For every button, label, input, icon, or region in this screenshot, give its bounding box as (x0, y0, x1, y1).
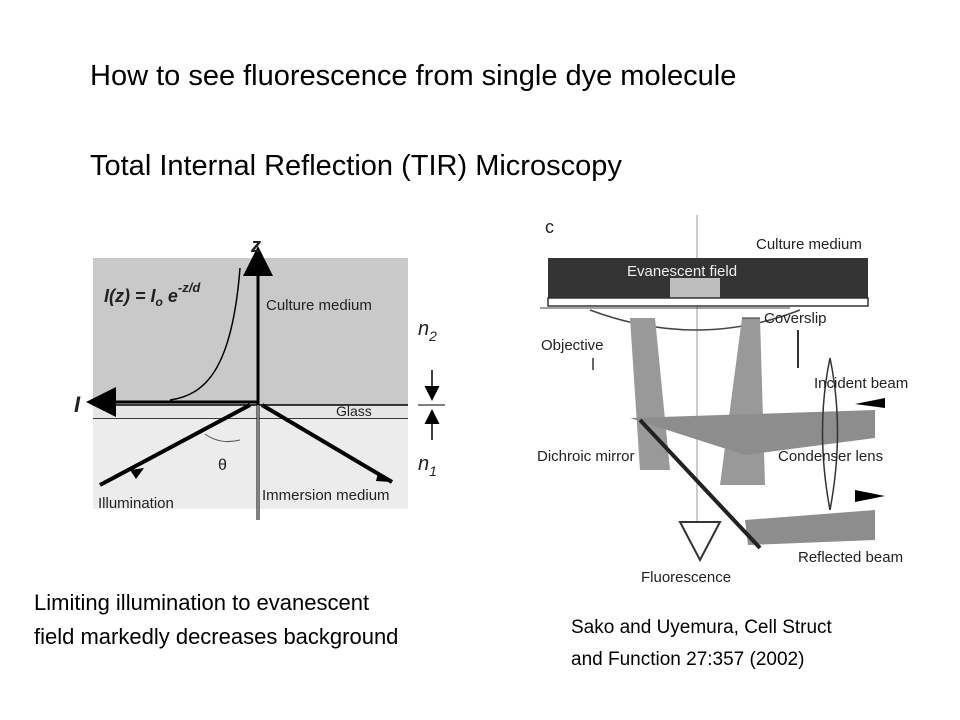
evanescent-field-glow (670, 278, 720, 298)
glass-layer (93, 405, 408, 419)
coverslip-label: Coverslip (764, 310, 827, 327)
incident-ray (99, 403, 251, 487)
fluorescence-label: Fluorescence (641, 569, 731, 586)
glass-label: Glass (336, 403, 372, 419)
figure-panel-label: c (545, 217, 554, 237)
z-axis-label: z (250, 235, 261, 257)
evanescent-decay-curve (169, 267, 241, 401)
citation-line-2: and Function 27:357 (2002) (571, 649, 805, 670)
tir-geometry-diagram: z I I(z) = Io e-z/d Culture medium Glass… (74, 235, 445, 520)
incident-beam (630, 410, 875, 455)
fluorescence-detector-triangle (678, 521, 722, 563)
dichroic-mirror (638, 418, 762, 550)
n1-label: n1 (418, 453, 437, 479)
immersion-medium-label: Immersion medium (262, 487, 390, 504)
i-axis-label: I (74, 392, 81, 417)
dichroic-mirror-label: Dichroic mirror (537, 448, 635, 465)
condenser-lens (821, 357, 839, 511)
evanescent-field-label: Evanescent field (627, 263, 737, 280)
tir-microscope-diagram: c Culture medium Evanescent field Covers… (537, 215, 908, 586)
figure-caption: Limiting illumination to evanescent fiel… (34, 586, 398, 654)
culture-medium-label: Culture medium (756, 236, 862, 253)
reflected-beam (745, 510, 875, 545)
incident-beam-label: Incident beam (814, 375, 908, 392)
citation: Sako and Uyemura, Cell Struct and Functi… (571, 612, 832, 676)
caption-line-1: Limiting illumination to evanescent (34, 590, 370, 615)
slide-subtitle: Total Internal Reflection (TIR) Microsco… (90, 150, 622, 182)
citation-line-1: Sako and Uyemura, Cell Struct (571, 617, 832, 638)
objective-lens (589, 309, 801, 331)
culture-medium-region (93, 258, 408, 405)
slide-title: How to see fluorescence from single dye … (90, 60, 737, 92)
theta-label: θ (218, 457, 227, 474)
immersion-medium-region (93, 419, 408, 509)
illumination-label: Illumination (98, 495, 174, 512)
objective-label: Objective (541, 337, 604, 354)
culture-medium-label: Culture medium (266, 297, 372, 314)
reflected-ray (260, 403, 394, 484)
coverslip (547, 297, 869, 307)
intensity-formula: I(z) = Io e-z/d (104, 280, 201, 309)
caption-line-2: field markedly decreases background (34, 624, 399, 649)
n2-label: n2 (418, 318, 437, 344)
reflected-beam-label: Reflected beam (798, 549, 903, 566)
condenser-lens-label: Condenser lens (778, 448, 883, 465)
